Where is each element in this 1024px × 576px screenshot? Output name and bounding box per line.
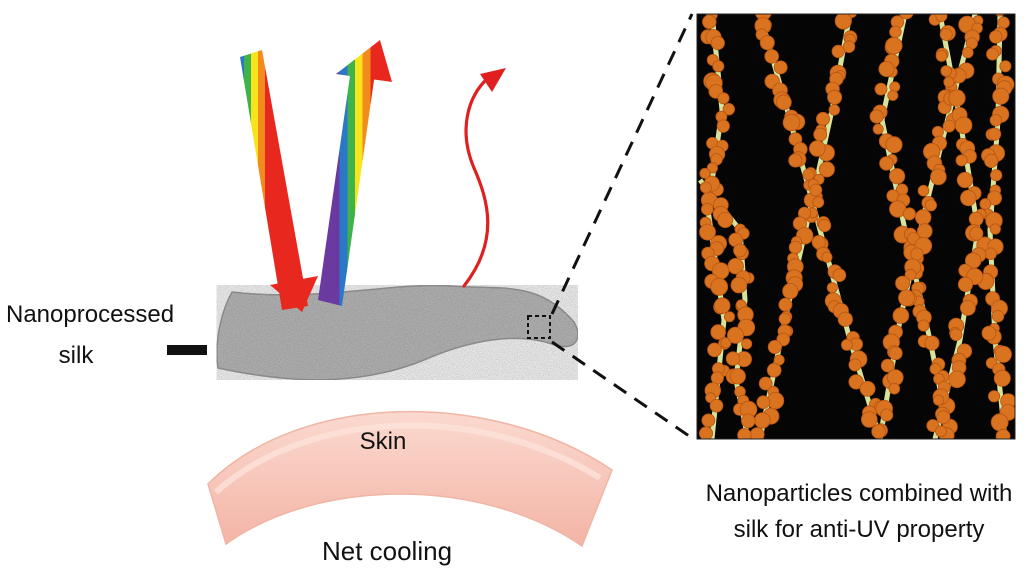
net-cooling-label: Net cooling (322, 536, 452, 566)
caption-line1: Nanoparticles combined with (706, 480, 1013, 507)
skin-label: Skin (360, 428, 407, 455)
skin-layer (207, 410, 613, 548)
zoom-projection-lines (550, 13, 694, 440)
zoom-view-panel (696, 13, 1016, 440)
rainbow-arrow-down-icon (240, 50, 318, 312)
material-label-line2: silk (59, 342, 95, 369)
label-pointer-bar (167, 345, 207, 355)
caption-line2: silk for anti-UV property (734, 516, 985, 543)
dashed-square-icon (527, 315, 551, 339)
wavy-red-arrow-icon (462, 68, 506, 288)
silk-ribbon (216, 284, 579, 381)
material-label-line1: Nanoprocessed (6, 301, 174, 328)
rainbow-arrow-up-icon (318, 40, 392, 306)
